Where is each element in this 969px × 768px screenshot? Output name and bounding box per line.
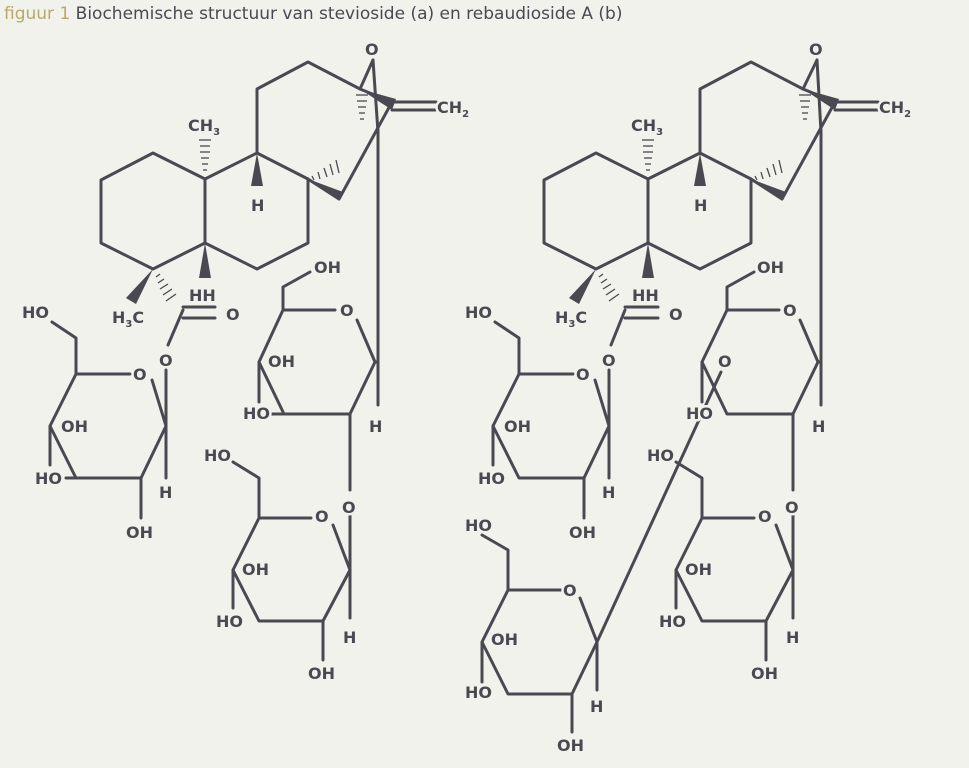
atom-oh: OH <box>126 523 153 542</box>
atom-o: O <box>576 365 590 384</box>
atom-ho: HO <box>465 683 492 702</box>
hash-ester-a <box>155 273 177 302</box>
atom-hh: HH <box>189 286 216 305</box>
atom-ho: HO <box>216 612 243 631</box>
atom-h: H <box>251 196 264 215</box>
atom-oh: OH <box>757 258 784 277</box>
atom-oh: OH <box>557 736 584 755</box>
atom-o: O <box>785 498 799 517</box>
atom-o: O <box>133 365 147 384</box>
atom-ch2: CH2 <box>437 98 469 120</box>
atom-h: H <box>786 628 799 647</box>
atom-o: O <box>718 352 732 371</box>
atom-o: O <box>563 581 577 600</box>
atom-oh: OH <box>61 417 88 436</box>
figure-number: figuur 1 <box>4 4 71 24</box>
figure-title: Biochemische structuur van stevioside (a… <box>75 4 623 24</box>
atom-h: H <box>369 417 382 436</box>
atom-ho: HO <box>35 469 62 488</box>
atom-ho: HO <box>243 404 270 423</box>
atom-o: O <box>315 507 329 526</box>
atom-labels-b: O CH2 CH3 H HH H3C O O HO O OH HO H OH O… <box>463 38 914 758</box>
atom-oh: OH <box>569 523 596 542</box>
atom-ch2: CH2 <box>879 98 911 120</box>
stereo-wedges-b <box>569 89 839 304</box>
figure-caption: figuur 1 Biochemische structuur van stev… <box>4 3 622 25</box>
atom-oh: OH <box>242 560 269 579</box>
ring-bonds-b <box>480 58 880 734</box>
atom-o: O <box>809 40 823 59</box>
hash-ring-b <box>754 159 783 181</box>
atom-ch3: CH3 <box>188 116 220 138</box>
atom-h: H <box>159 483 172 502</box>
atom-h3c: H3C <box>555 308 587 330</box>
structure-rebaudioside-a: O CH2 CH3 H HH H3C O O HO O OH HO H OH O… <box>463 38 914 758</box>
atom-o: O <box>783 301 797 320</box>
atom-o: O <box>226 305 240 324</box>
hash-epoxide-b <box>799 94 811 120</box>
atom-oh: OH <box>685 560 712 579</box>
atom-o: O <box>159 351 173 370</box>
stereo-wedges-a <box>126 89 396 304</box>
atom-oh: OH <box>268 352 295 371</box>
atom-h: H <box>694 196 707 215</box>
atom-h: H <box>812 417 825 436</box>
atom-h: H <box>590 697 603 716</box>
hash-ring-a <box>311 159 340 181</box>
atom-oh: OH <box>504 417 531 436</box>
atom-ho: HO <box>647 446 674 465</box>
atom-ho: HO <box>465 303 492 322</box>
atom-o: O <box>340 301 354 320</box>
atom-oh: OH <box>308 664 335 683</box>
atom-ch3: CH3 <box>631 116 663 138</box>
hash-ester-b <box>598 273 620 302</box>
atom-ho: HO <box>478 469 505 488</box>
atom-h: H <box>343 628 356 647</box>
atom-oh: OH <box>751 664 778 683</box>
atom-ho: HO <box>204 446 231 465</box>
atom-ho: HO <box>659 612 686 631</box>
structure-stevioside: O CH2 CH3 H HH H3C O O HO O OH HO H OH O… <box>20 38 472 686</box>
atom-ho: HO <box>686 404 713 423</box>
ring-bonds-a <box>48 58 438 662</box>
atom-o: O <box>602 351 616 370</box>
atom-oh: OH <box>314 258 341 277</box>
hash-methyl-a <box>199 139 211 171</box>
atom-o: O <box>758 507 772 526</box>
atom-o: O <box>342 498 356 517</box>
hash-methyl-b <box>642 139 654 171</box>
atom-h3c: H3C <box>112 308 144 330</box>
atom-h: H <box>602 483 615 502</box>
atom-ho: HO <box>465 516 492 535</box>
atom-o: O <box>365 40 379 59</box>
atom-oh: OH <box>491 630 518 649</box>
atom-hh: HH <box>632 286 659 305</box>
atom-o: O <box>669 305 683 324</box>
atom-ho: HO <box>22 303 49 322</box>
atom-labels-a: O CH2 CH3 H HH H3C O O HO O OH HO H OH O… <box>20 38 472 686</box>
hash-epoxide-a <box>356 94 368 120</box>
